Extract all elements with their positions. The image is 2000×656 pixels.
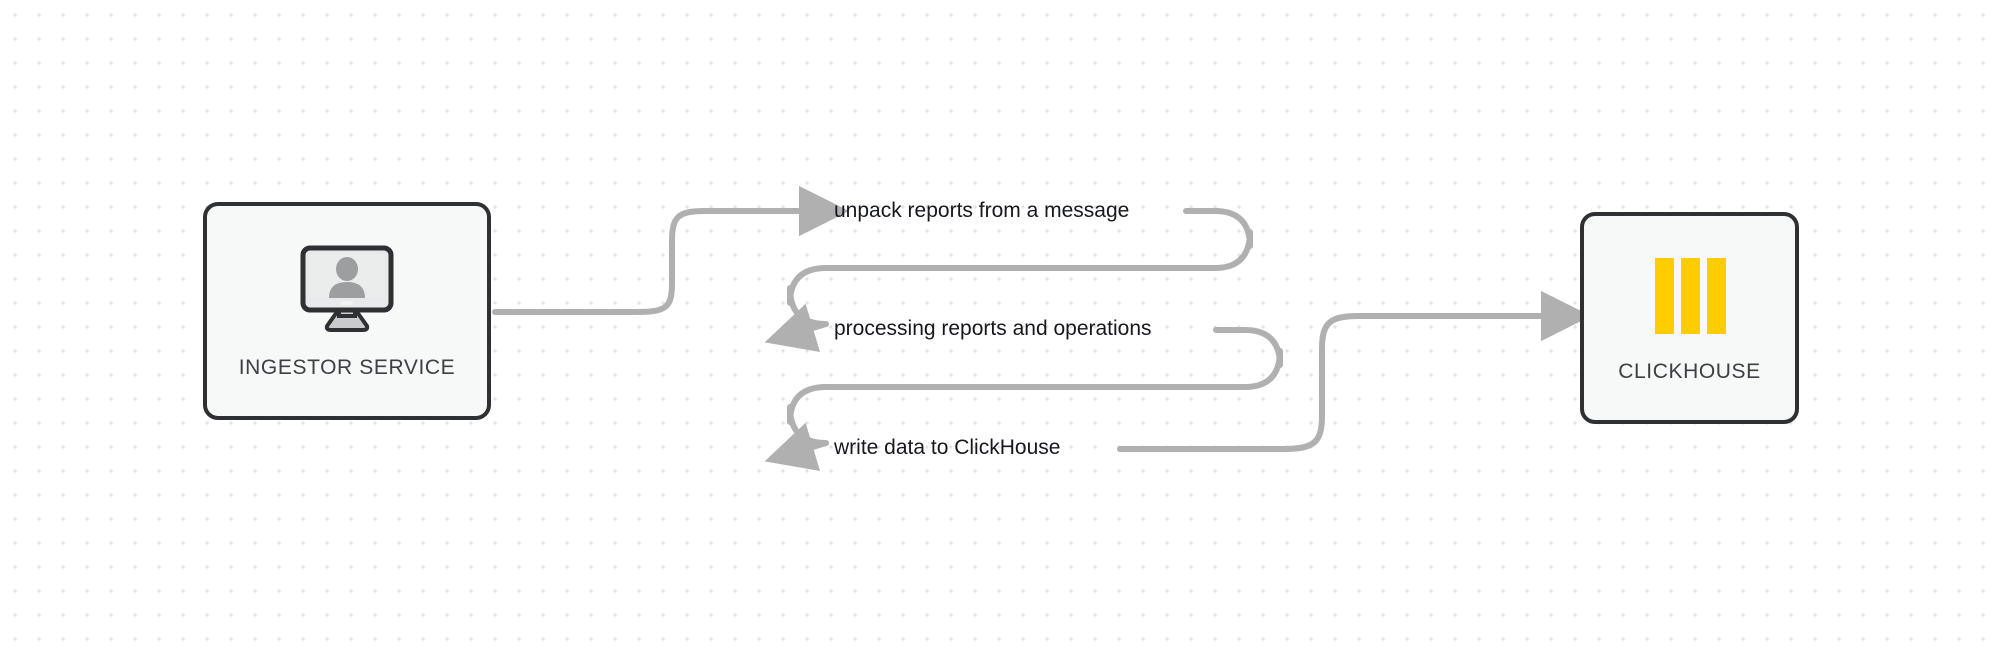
connector-unpack-to-processing — [764, 208, 1253, 353]
clickhouse-bars-icon — [1646, 252, 1734, 340]
edge-label-unpack: unpack reports from a message — [834, 199, 1130, 222]
node-clickhouse-label: CLICKHOUSE — [1618, 360, 1761, 383]
connector-write-to-clickhouse — [1117, 290, 1592, 452]
connector-ingestor-to-unpack — [492, 185, 850, 315]
edge-label-processing: processing reports and operations — [834, 317, 1152, 340]
monitor-user-icon — [295, 242, 399, 338]
connector-processing-to-write — [764, 327, 1283, 472]
node-ingestor-service[interactable]: INGESTOR SERVICE — [203, 202, 491, 420]
edge-label-write: write data to ClickHouse — [834, 436, 1061, 459]
node-clickhouse[interactable]: CLICKHOUSE — [1580, 212, 1799, 424]
node-ingestor-service-label: INGESTOR SERVICE — [238, 356, 456, 379]
